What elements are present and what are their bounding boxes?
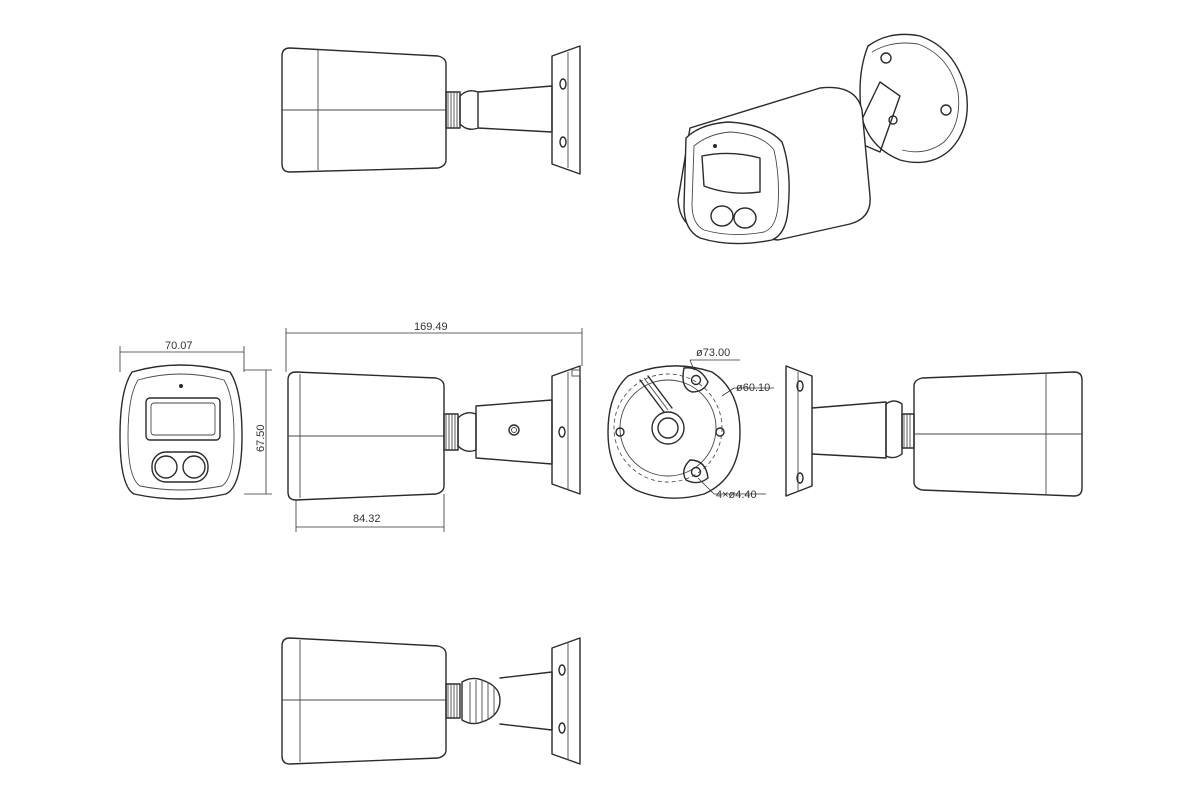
isometric-view (677, 33, 968, 245)
base-outer-diameter-label: ø73.00 (696, 347, 730, 359)
front-height-label: 67.50 (255, 424, 267, 452)
overall-length-label: 169.49 (414, 321, 448, 333)
base-dimension-leaders (689, 359, 774, 495)
top-view (281, 45, 581, 175)
mount-holes-label: 4×ø4.40 (716, 489, 757, 501)
bottom-view (281, 637, 581, 765)
front-width-label: 70.07 (165, 340, 193, 352)
mount-base-view (607, 365, 741, 499)
side-view (287, 365, 581, 501)
side-dimension-lines (285, 328, 583, 532)
housing-length-label: 84.32 (353, 513, 381, 525)
front-view (119, 364, 243, 500)
base-inner-diameter-label: ø60.10 (736, 382, 770, 394)
front-dimension-lines (119, 346, 272, 495)
rear-side-view (785, 365, 1083, 497)
